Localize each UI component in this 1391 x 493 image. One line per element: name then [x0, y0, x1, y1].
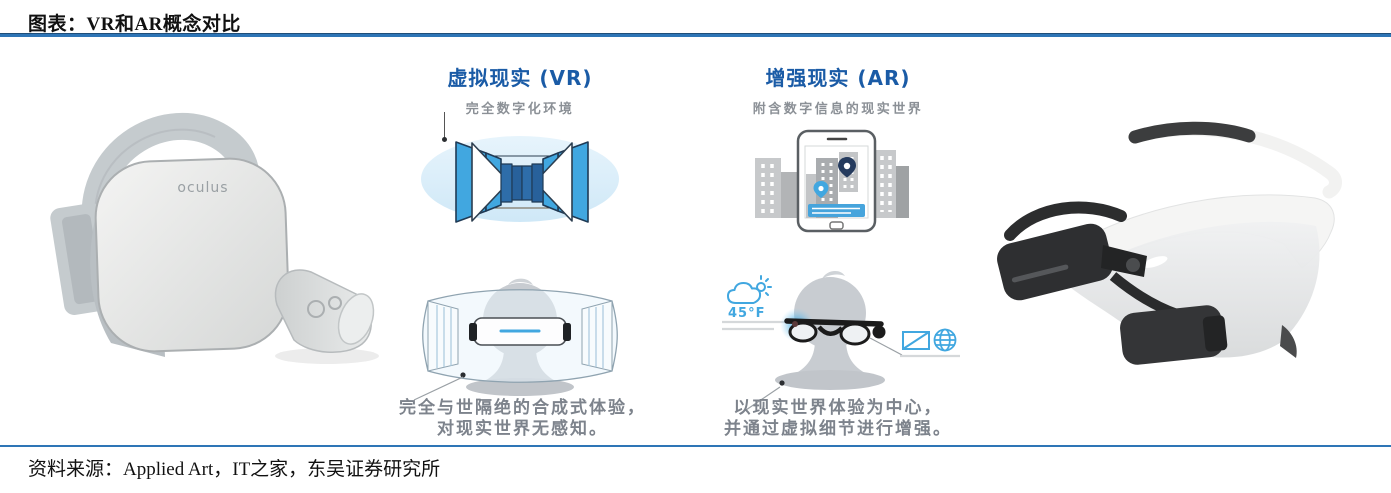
glasses-vent [1142, 256, 1168, 268]
controller-shadow [275, 348, 379, 364]
vr-headset-icon [469, 317, 571, 346]
ar-callout-dot [779, 380, 785, 386]
ar-heading: 增强现实 (AR) [765, 66, 911, 90]
ar-caption-line2: 并通过虚拟细节进行增强。 [724, 418, 952, 439]
ar-user-illustration: 45°F [722, 270, 960, 390]
vr-caption-line1: 完全与世隔绝的合成式体验， [399, 398, 646, 418]
icons-callout-line [869, 337, 903, 356]
top-divider [0, 33, 1391, 37]
oculus-logo-text: oculus [177, 180, 228, 196]
glasses-right-temple [1128, 121, 1342, 199]
temperature-label: 45°F [728, 306, 765, 321]
vr-callout-line [413, 376, 464, 401]
map-pin-dark-icon [838, 157, 856, 178]
city-buildings [755, 150, 909, 218]
vr-pointer-dot [442, 137, 447, 142]
ar-phone-illustration [755, 129, 909, 233]
bottom-divider [0, 445, 1391, 447]
cloud-sun-icon [727, 275, 772, 304]
source-note: 资料来源：Applied Art，IT之家，东吴证券研究所 [28, 459, 441, 480]
vr-callout-dot [460, 372, 466, 378]
oculus-controller [274, 269, 375, 354]
vr-caption: 完全与世隔绝的合成式体验， 对现实世界无感知。 [380, 398, 665, 439]
vr-pointer-line [444, 112, 445, 138]
figure-title: 图表：VR和AR概念对比 [28, 14, 241, 35]
ar-caption: 以现实世界体验为中心， 并通过虚拟细节进行增强。 [708, 398, 968, 439]
image-icon [902, 331, 930, 350]
smartphone-icon [796, 129, 877, 233]
ar-column: 增强现实 (AR) 附含数字信息的现实世界 [712, 62, 964, 117]
glasses-left-temple [1004, 201, 1127, 241]
ar-glasses-camera-module [997, 223, 1228, 365]
tunnel-screens [455, 141, 589, 223]
map-pin-light-icon [813, 181, 829, 198]
vr-subtitle: 完全数字化环境 [465, 102, 575, 117]
ar-glasses-photo [997, 121, 1342, 365]
globe-icon [933, 328, 957, 352]
ar-glasses-icon [784, 318, 886, 346]
ar-callout-line [745, 386, 781, 411]
vr-heading: 虚拟现实 (VR) [447, 66, 593, 90]
vr-caption-line2: 对现实世界无感知。 [437, 418, 608, 439]
glasses-nose-pad [1280, 325, 1297, 358]
vr-column: 虚拟现实 (VR) 完全数字化环境 [392, 62, 648, 117]
vr-tunnel-illustration [421, 136, 619, 223]
oculus-headset-photo: oculus [50, 112, 379, 364]
ar-caption-line1: 以现实世界体验为中心， [733, 398, 943, 418]
ar-subtitle: 附含数字信息的现实世界 [752, 102, 924, 117]
headset-front-panel [94, 157, 290, 353]
ar-info-banner [808, 204, 865, 217]
vr-user-illustration [422, 278, 618, 396]
